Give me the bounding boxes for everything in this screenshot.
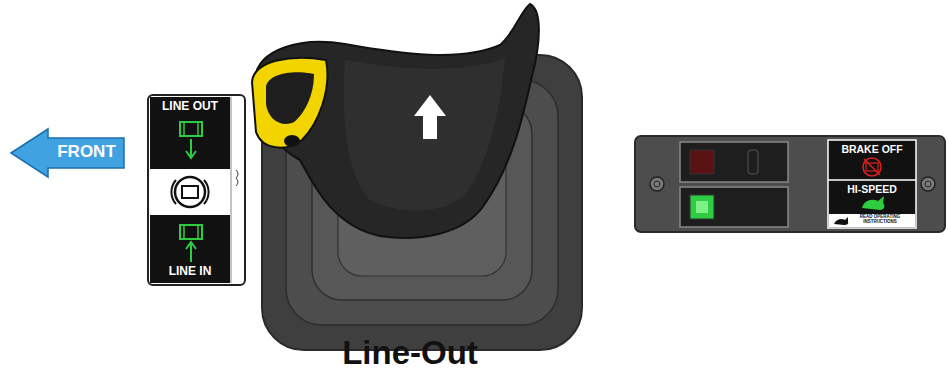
caption: Line-Out — [240, 334, 580, 372]
switch-panel — [635, 136, 945, 232]
screw — [654, 181, 660, 187]
brake-icon — [171, 180, 208, 204]
switch-lamp — [696, 201, 708, 213]
decal-band — [829, 214, 915, 227]
switch-label: BRAKE OFF — [830, 144, 914, 156]
trigger-hole — [266, 72, 314, 124]
switch-lamp — [690, 150, 714, 174]
function-label: LINE OUT — [150, 100, 230, 113]
winch-icon — [180, 122, 202, 136]
decal-plate — [148, 95, 245, 285]
handle-highlight — [344, 58, 505, 211]
panel-plate — [635, 136, 945, 232]
direction-arrow-sign: FRONT — [10, 128, 125, 178]
decal-divider — [231, 97, 232, 283]
brake-icon — [175, 177, 205, 207]
direction-arrow — [186, 242, 196, 262]
rocker-switch — [680, 142, 788, 182]
winch-icon — [183, 225, 185, 239]
rabbit-icon — [834, 217, 848, 225]
rabbit-icon — [862, 196, 884, 210]
screw — [925, 181, 931, 187]
screw — [650, 177, 664, 191]
screw — [921, 177, 935, 191]
decal-band — [150, 215, 230, 283]
direction-arrow — [186, 139, 196, 158]
switch-lamp — [690, 195, 714, 219]
winch-icon — [183, 122, 185, 136]
decal-band — [150, 97, 230, 169]
control-decal: LINE OUT LINE IN — [148, 95, 245, 285]
motion-arrow — [414, 95, 446, 139]
winch-icon — [197, 225, 199, 239]
rocker — [748, 150, 758, 174]
rocker-switch — [680, 187, 788, 227]
switch-decal: BRAKE OFF HI-SPEED READ OPERATING INSTRUCT… — [828, 140, 916, 228]
decal-divider — [828, 179, 916, 181]
control-decal — [148, 95, 245, 285]
instruction-note: READ OPERATING INSTRUCTIONS — [848, 215, 912, 225]
arrow-shape — [11, 129, 124, 177]
winch-icon — [197, 122, 199, 136]
trigger-tip — [284, 135, 300, 147]
switch-decal — [828, 140, 916, 228]
brake-off-icon — [864, 159, 880, 175]
brake-icon — [182, 186, 198, 198]
switch-label: HI-SPEED — [830, 184, 914, 196]
direction-label: FRONT — [48, 143, 125, 162]
brake-off-icon — [863, 158, 881, 176]
winch-icon — [180, 225, 202, 239]
trigger — [252, 58, 327, 148]
function-label: LINE IN — [150, 265, 230, 278]
joystick-handle — [252, 4, 539, 238]
decal-mark — [236, 170, 238, 186]
